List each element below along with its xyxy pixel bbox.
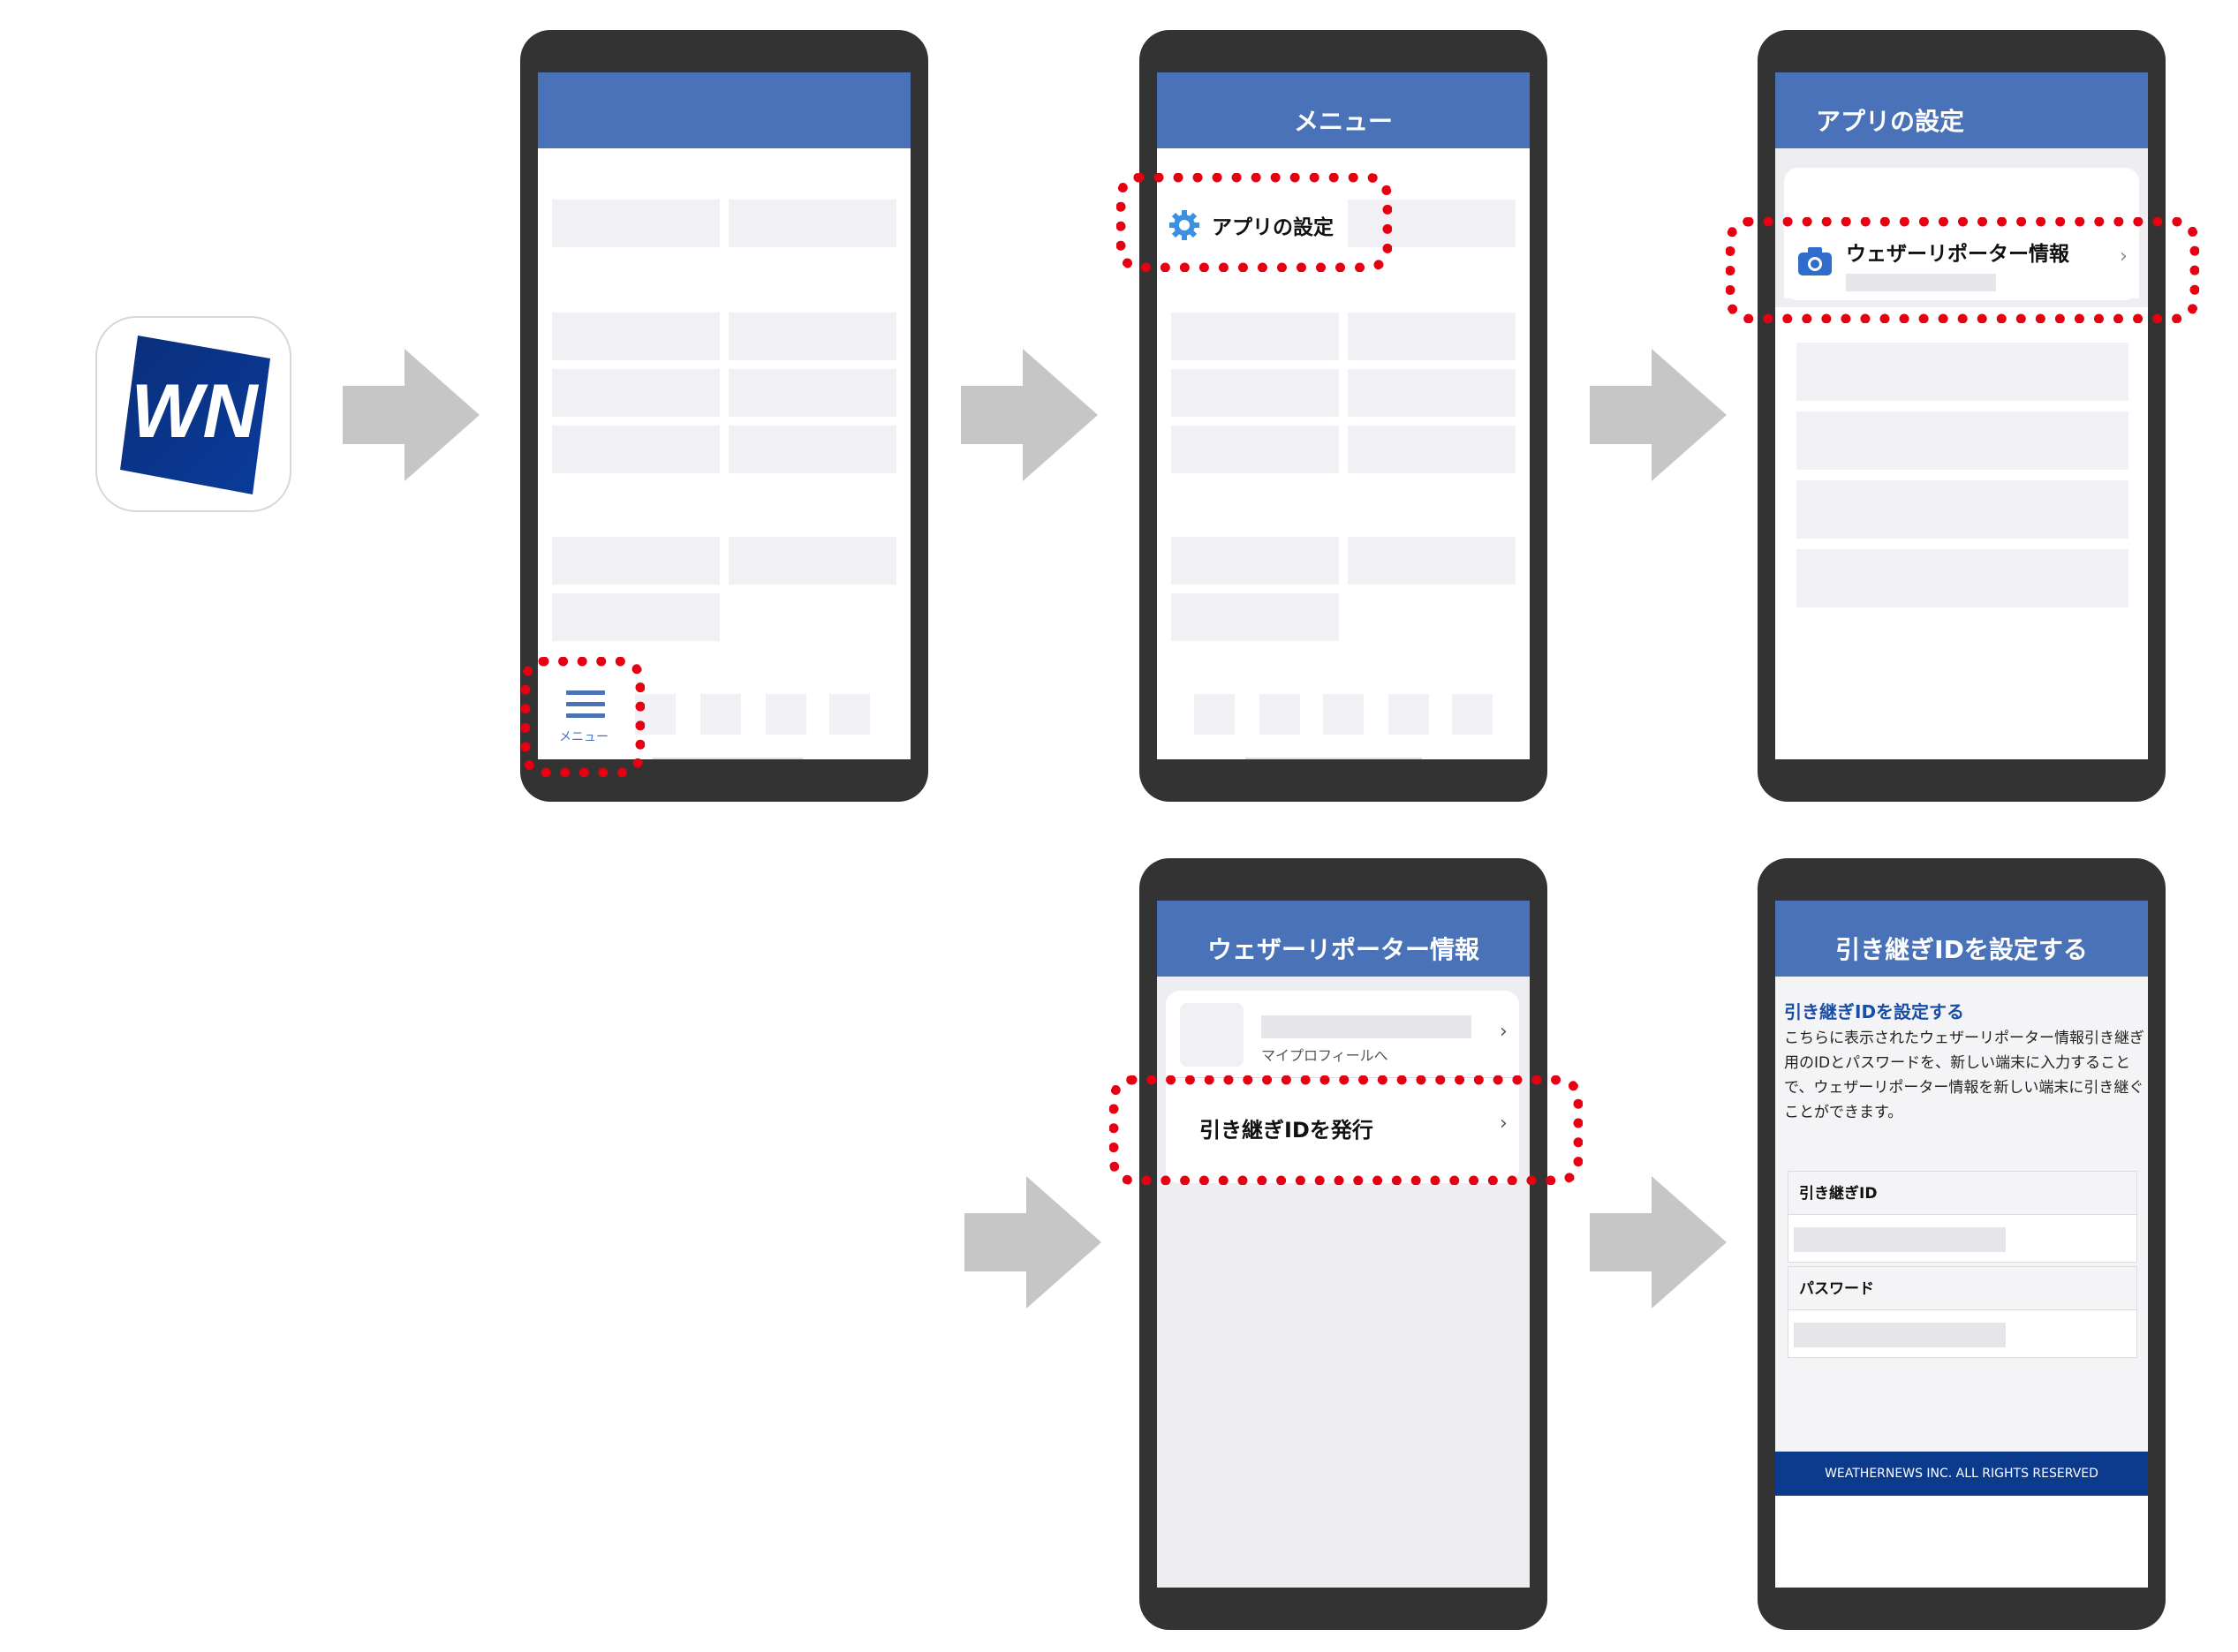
weathernews-app-icon[interactable]: WN xyxy=(95,316,291,512)
avatar xyxy=(1180,1003,1244,1067)
home-header xyxy=(538,72,911,148)
issue-transfer-id-row[interactable]: 引き継ぎIDを発行 › xyxy=(1166,1086,1519,1162)
phone-transfer-id: 引き継ぎIDを設定する 引き継ぎIDを設定する こちらに表示されたウェザーリポー… xyxy=(1758,858,2166,1630)
arrow-right-icon xyxy=(1590,1176,1727,1309)
chevron-right-icon: › xyxy=(2120,245,2128,268)
chevron-right-icon: › xyxy=(1500,1021,1508,1043)
tab-menu-label: メニュー xyxy=(559,730,609,744)
tab-menu[interactable]: メニュー xyxy=(540,675,628,759)
phone-reporter-info: ウェザーリポーター情報 マイプロフィールへ › 引き継ぎIDを発行 › xyxy=(1139,858,1547,1630)
home-screen: メニュー xyxy=(538,72,911,759)
highlight-menu-tab xyxy=(521,657,645,777)
arrow-right-icon xyxy=(343,349,480,481)
highlight-app-settings xyxy=(1116,173,1392,272)
hamburger-menu-icon xyxy=(566,690,605,725)
wn-logo-icon: WN xyxy=(120,336,270,494)
my-profile-link: マイプロフィールへ xyxy=(1261,1047,1388,1064)
settings-item-reporter-info[interactable]: ウェザーリポーター情報 › xyxy=(1784,223,2139,298)
arrow-right-icon xyxy=(961,349,1098,481)
arrow-right-icon xyxy=(964,1176,1101,1309)
menu-item-app-settings[interactable]: アプリの設定 xyxy=(1157,192,1339,254)
camera-icon xyxy=(1798,247,1832,275)
phone-home: メニュー xyxy=(520,30,928,802)
phone-app-settings: アプリの設定 ウェザーリポーター情報 › xyxy=(1758,30,2166,802)
transfer-id-value[interactable] xyxy=(1788,1215,2137,1263)
gear-icon xyxy=(1169,210,1199,240)
highlight-issue-transfer-id xyxy=(1109,1075,1583,1185)
transfer-id-header: 引き継ぎIDを設定する xyxy=(1775,901,2148,977)
reporter-info-screen: ウェザーリポーター情報 マイプロフィールへ › 引き継ぎIDを発行 › xyxy=(1157,901,1530,1588)
menu-header: メニュー xyxy=(1157,72,1530,148)
transfer-description: こちらに表示されたウェザーリポーター情報引き継ぎ用のIDとパスワードを、新しい端… xyxy=(1784,1030,2144,1121)
transfer-id-screen: 引き継ぎIDを設定する 引き継ぎIDを設定する こちらに表示されたウェザーリポー… xyxy=(1775,901,2148,1588)
transfer-id-label: 引き継ぎID xyxy=(1788,1171,2137,1215)
arrow-right-icon xyxy=(1590,349,1727,481)
password-value[interactable] xyxy=(1788,1310,2137,1358)
password-label: パスワード xyxy=(1788,1266,2137,1310)
menu-screen: メニュー アプリの設定 xyxy=(1157,72,1530,759)
reporter-info-label: ウェザーリポーター情報 xyxy=(1846,243,2069,266)
app-settings-header: アプリの設定 xyxy=(1775,72,2148,148)
phone-menu: メニュー アプリの設定 xyxy=(1139,30,1547,802)
app-settings-label: アプリの設定 xyxy=(1212,216,1334,239)
transfer-section-title: 引き継ぎIDを設定する xyxy=(1784,1001,1965,1022)
copyright-footer: WEATHERNEWS INC. ALL RIGHTS RESERVED xyxy=(1775,1452,2148,1496)
my-profile-row[interactable]: マイプロフィールへ › xyxy=(1166,991,1519,1077)
app-settings-screen: アプリの設定 ウェザーリポーター情報 › xyxy=(1775,72,2148,759)
chevron-right-icon: › xyxy=(1500,1113,1508,1135)
issue-transfer-id-label: 引き継ぎIDを発行 xyxy=(1199,1118,1373,1143)
reporter-info-header: ウェザーリポーター情報 xyxy=(1157,901,1530,977)
logo-lettering: WN xyxy=(131,369,259,454)
highlight-reporter-info xyxy=(1726,217,2199,323)
